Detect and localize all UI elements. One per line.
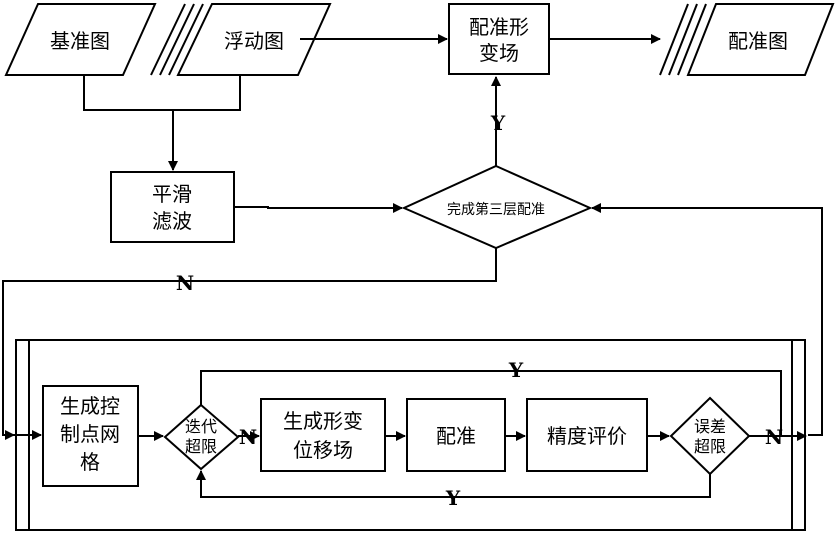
reference-image-label: 基准图 xyxy=(50,29,110,53)
registration-deformation-field-line1: 配准形 xyxy=(469,15,529,39)
edge-merge-inputs xyxy=(83,75,241,111)
floating-image-label: 浮动图 xyxy=(224,29,284,53)
edge-error-yes-bottom-loop xyxy=(196,470,711,498)
check-yes-label: Y xyxy=(490,111,506,135)
error-yes-top-label: Y xyxy=(508,358,524,382)
generate-displacement-field-line2: 位移场 xyxy=(293,438,353,462)
error-limit-line2: 超限 xyxy=(694,437,726,456)
registration-node: 配准 xyxy=(406,398,506,472)
generate-displacement-field-node: 生成形变 位移场 xyxy=(260,398,386,472)
iteration-limit-node: 迭代 超限 xyxy=(163,403,240,471)
error-limit-node: 误差 超限 xyxy=(669,396,751,476)
registration-label: 配准 xyxy=(436,424,476,448)
generate-control-grid-line3: 格 xyxy=(80,450,100,474)
generate-control-grid-line2: 制点网 xyxy=(60,422,120,446)
generate-control-grid-line1: 生成控 xyxy=(60,394,120,418)
check-no-label: N xyxy=(176,271,194,295)
accuracy-evaluation-node: 精度评价 xyxy=(526,398,648,472)
iteration-limit-line2: 超限 xyxy=(185,437,217,456)
registered-image-label: 配准图 xyxy=(728,29,788,53)
smoothing-filter-node: 平滑 滤波 xyxy=(110,171,235,243)
smoothing-filter-line1: 平滑 xyxy=(152,182,192,206)
floating-image-node: 浮动图 xyxy=(150,3,332,76)
error-yes-bottom-label: Y xyxy=(445,486,461,510)
generate-displacement-field-line1: 生成形变 xyxy=(283,409,363,433)
error-no-label: N xyxy=(765,425,783,449)
edge-check-no-to-grid xyxy=(2,248,497,440)
edge-error-yes-top-loop xyxy=(200,370,782,436)
accuracy-evaluation-label: 精度评价 xyxy=(547,424,627,448)
reference-image-node: 基准图 xyxy=(4,3,157,76)
iteration-limit-line1: 迭代 xyxy=(185,417,217,436)
third-layer-check-node: 完成第三层配准 xyxy=(401,164,593,250)
generate-control-grid-node: 生成控 制点网 格 xyxy=(42,385,139,487)
third-layer-check-label: 完成第三层配准 xyxy=(447,201,545,218)
registration-deformation-field-node: 配准形 变场 xyxy=(448,3,550,75)
edge-loop-back-to-check xyxy=(591,203,823,436)
smoothing-filter-line2: 滤波 xyxy=(152,209,192,233)
error-limit-line1: 误差 xyxy=(694,417,726,436)
iteration-no-label: N xyxy=(239,425,257,449)
edge-smoothing-to-check xyxy=(234,203,403,213)
registration-deformation-field-line2: 变场 xyxy=(479,41,519,65)
registered-image-node: 配准图 xyxy=(659,3,835,76)
